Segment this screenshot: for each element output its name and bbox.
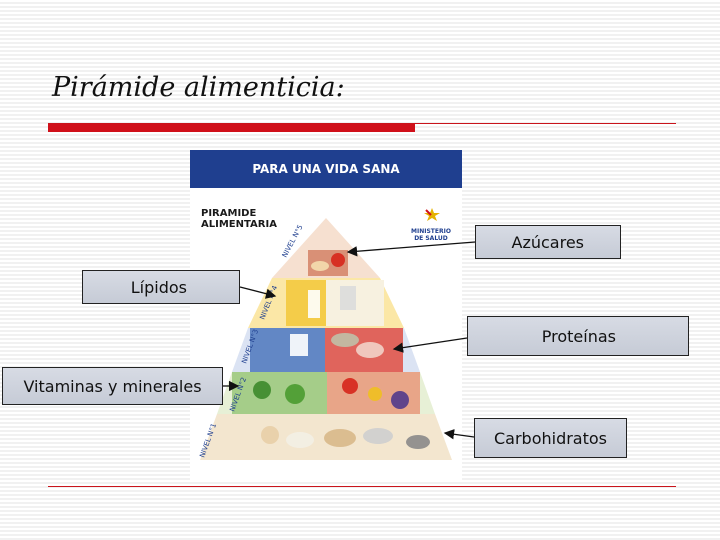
label-proteins-text: Proteínas <box>541 326 616 346</box>
food-pyramid-poster: PARA UNA VIDA SANA PIRAMIDE ALIMENTARIA … <box>190 150 462 480</box>
footer-line <box>48 486 676 487</box>
pyramid-illustration: NIVEL N°5 NIVEL N°4 NIVEL N°3 NIVEL N°2 … <box>198 218 452 460</box>
pyramid-level-5 <box>272 218 380 278</box>
label-sugars: Azúcares <box>475 225 621 259</box>
title-underline-line <box>48 123 676 124</box>
title-underline-bar <box>48 124 415 132</box>
label-lipids-text: Lípidos <box>130 277 187 297</box>
label-vitamins-text: Vitaminas y minerales <box>23 376 202 396</box>
poster-header: PARA UNA VIDA SANA <box>190 150 462 188</box>
food-items <box>253 253 430 449</box>
label-carbs: Carbohidratos <box>474 418 627 458</box>
label-lipids: Lípidos <box>82 270 240 304</box>
ministry-label: MINISTERIO DE SALUD <box>411 228 451 242</box>
label-proteins: Proteínas <box>467 316 689 356</box>
label-vitamins: Vitaminas y minerales <box>2 367 223 405</box>
label-carbs-text: Carbohidratos <box>493 428 608 448</box>
ministry-logo-icon <box>424 208 440 221</box>
label-sugars-text: Azúcares <box>511 232 585 252</box>
slide-title: Pirámide alimenticia: <box>52 72 345 103</box>
poster-title: PIRAMIDE ALIMENTARIA <box>201 208 277 230</box>
